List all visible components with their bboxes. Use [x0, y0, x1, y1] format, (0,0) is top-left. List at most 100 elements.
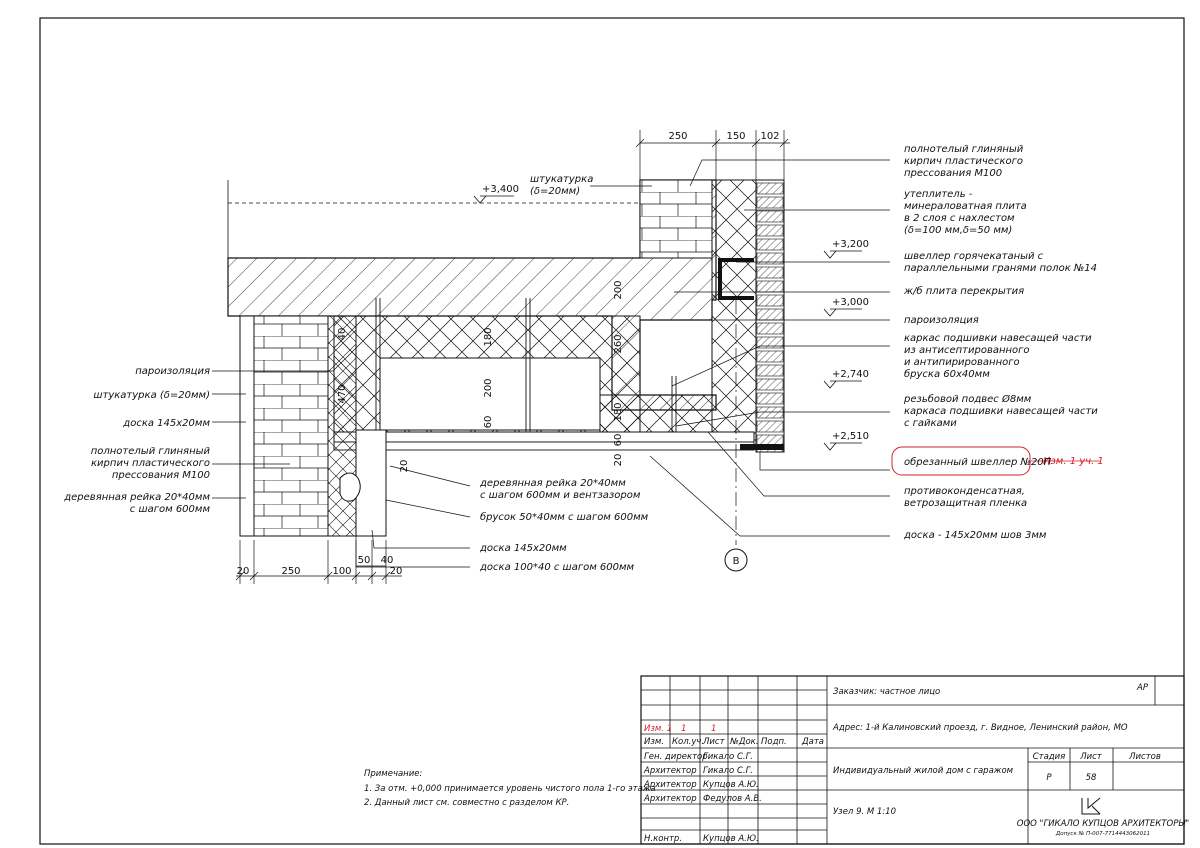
dim-bottom-4: 50: [358, 555, 371, 566]
svg-text:Гикало С.Г.: Гикало С.Г.: [703, 766, 753, 776]
svg-text:брусок 50*40мм с шагом 600мм: брусок 50*40мм с шагом 600мм: [480, 511, 649, 523]
svg-text:деревянная рейка 20*40мм: деревянная рейка 20*40мм: [479, 478, 626, 489]
dim-inner-200a: 200: [613, 280, 624, 299]
dim-bottom-2: 250: [281, 566, 300, 577]
svg-text:с шагом 600мм и вентзазором: с шагом 600мм и вентзазором: [480, 490, 641, 501]
svg-text:Подп.: Подп.: [761, 737, 787, 747]
soffit-boards: [333, 431, 755, 443]
svg-text:обрезанный швеллер №20П: обрезанный швеллер №20П: [904, 456, 1052, 468]
dim-inner-20b: 20: [399, 460, 410, 473]
company-license: Допуск № П-007-7714443062011: [1055, 831, 1150, 837]
svg-text:доска - 145х20мм шов 3мм: доска - 145х20мм шов 3мм: [903, 530, 1047, 541]
svg-text:+3,200: +3,200: [832, 239, 869, 250]
svg-text:противоконденсатная,: противоконденсатная,: [904, 486, 1025, 497]
svg-text:прессования М100: прессования М100: [112, 470, 210, 481]
svg-text:Архитектор: Архитектор: [643, 766, 697, 776]
svg-text:Архитектор: Архитектор: [643, 794, 697, 804]
dim-inner-60b: 60: [613, 434, 624, 447]
revision-label: Изм. 1 уч. 1: [1043, 456, 1104, 467]
section-drawing: В 250 150 102: [212, 130, 1104, 584]
svg-text:Кол.уч.: Кол.уч.: [672, 737, 704, 747]
svg-text:штукатурка: штукатурка: [530, 174, 593, 185]
svg-text:доска 145x20мм: доска 145x20мм: [479, 543, 567, 554]
dim-inner-60a: 60: [483, 416, 494, 429]
insulation-right: [711, 179, 757, 441]
dim-top-1: 250: [668, 131, 687, 142]
dim-inner-470: 470: [337, 384, 348, 403]
notes: Примечание: 1. За отм. +0,000 принимаетс…: [364, 769, 656, 808]
svg-text:пароизоляция: пароизоляция: [135, 366, 210, 377]
svg-text:(δ=20мм): (δ=20мм): [530, 186, 580, 197]
svg-text:резьбовой подвес Ø8мм: резьбовой подвес Ø8мм: [903, 393, 1032, 405]
svg-text:2. Данный лист см. совместно: 2. Данный лист см. совместно с разделом …: [364, 798, 569, 808]
svg-text:штукатурка (δ=20мм): штукатурка (δ=20мм): [93, 390, 210, 401]
svg-text:кирпич пластического: кирпич пластического: [91, 458, 210, 469]
channel-14: [718, 258, 754, 300]
company-name: ООО "ГИКАЛО КУПЦОВ АРХИТЕКТОРЫ": [1017, 819, 1190, 829]
level-mark-3400: +3,400: [473, 184, 519, 204]
svg-text:каркас подшивки навесащей част: каркас подшивки навесащей части: [904, 333, 1092, 344]
dim-bottom-1: 20: [237, 566, 250, 577]
plaster-left: [239, 315, 255, 537]
svg-text:параллельными гранями полок №1: параллельными гранями полок №14: [904, 263, 1097, 274]
svg-text:Примечание:: Примечание:: [364, 769, 422, 779]
brick-wall-left: [253, 315, 329, 537]
svg-text:Купцов А.Ю.: Купцов А.Ю.: [703, 834, 759, 844]
customer: Заказчик: частное лицо: [833, 687, 940, 697]
title-block: Изм. 1 1 1 Изм. Кол.уч. Лист №Док. Подп.…: [640, 675, 1190, 845]
svg-text:Изм.: Изм.: [644, 737, 664, 747]
axis-marker: [724, 548, 748, 572]
svg-text:в 2 слоя с нахлестом: в 2 слоя с нахлестом: [904, 213, 1015, 224]
dim-bottom-3: 100: [332, 566, 351, 577]
sheet-title: Узел 9. М 1:10: [833, 807, 896, 817]
level-mark-2510: +2,510: [823, 431, 869, 451]
svg-text:пароизоляция: пароизоляция: [904, 315, 979, 326]
svg-text:Федулов А.В.: Федулов А.В.: [703, 794, 762, 804]
sheet-value: 58: [1086, 773, 1097, 783]
svg-text:и антипирированного: и антипирированного: [904, 357, 1020, 368]
doc-code: АР: [1136, 683, 1149, 693]
sheet-frame: [39, 17, 1185, 845]
svg-text:деревянная рейка 20*40мм: деревянная рейка 20*40мм: [63, 492, 210, 503]
company-logo: [1081, 797, 1101, 815]
level-mark-3000: +3,000: [823, 297, 869, 317]
svg-text:доска 145x20мм: доска 145x20мм: [122, 418, 210, 429]
rev-list: 1: [711, 724, 716, 734]
dim-inner-260: 260: [613, 334, 624, 353]
svg-text:утеплитель -: утеплитель -: [903, 189, 973, 200]
labels-left: пароизоляция штукатурка (δ=20мм) доска 1…: [63, 366, 210, 515]
svg-text:каркаса подшивки навесащей час: каркаса подшивки навесащей части: [904, 406, 1098, 417]
dim-bottom-5: 40: [381, 555, 394, 566]
labels-right: полнотелый глиняный кирпич пластического…: [903, 144, 1098, 541]
svg-text:№Док.: №Док.: [729, 737, 759, 747]
svg-text:с шагом 600мм: с шагом 600мм: [130, 504, 211, 515]
svg-text:Н.контр.: Н.контр.: [644, 834, 682, 844]
staff-list: Ген. директор Гикало С.Г. Архитектор Гик…: [643, 752, 762, 844]
dims-bottom: [235, 540, 402, 584]
insulation-left: [327, 315, 357, 537]
dim-inner-180b: 180: [613, 402, 624, 421]
facing-brick-right: [755, 179, 785, 453]
svg-text:ж/б плита перекрытия: ж/б плита перекрытия: [903, 285, 1024, 297]
svg-text:Архитектор: Архитектор: [643, 780, 697, 790]
svg-text:Стадия: Стадия: [1033, 752, 1066, 762]
leader-lines: [212, 159, 890, 568]
svg-text:Лист: Лист: [1079, 752, 1103, 762]
svg-text:полнотелый глиняный: полнотелый глиняный: [91, 446, 211, 457]
svg-text:Гикало С.Г.: Гикало С.Г.: [703, 752, 753, 762]
svg-text:+2,510: +2,510: [832, 431, 869, 442]
dim-bottom-6: 20: [390, 566, 403, 577]
svg-text:(δ=100 мм,δ=50 мм): (δ=100 мм,δ=50 мм): [904, 225, 1012, 236]
svg-text:с гайками: с гайками: [904, 418, 957, 429]
svg-text:прессования М100: прессования М100: [904, 168, 1002, 179]
axis-label: В: [733, 556, 740, 567]
dims-top: [635, 130, 790, 180]
svg-text:ветрозащитная пленка: ветрозащитная пленка: [904, 498, 1027, 509]
dim-top-3: 102: [760, 131, 779, 142]
brick-wall-upper: [639, 179, 713, 259]
svg-text:швеллер горячекатаный с: швеллер горячекатаный с: [904, 251, 1044, 262]
dim-inner-180a: 180: [483, 327, 494, 346]
dim-inner-200b: 200: [483, 378, 494, 397]
svg-text:полнотелый глиняный: полнотелый глиняный: [904, 144, 1024, 155]
